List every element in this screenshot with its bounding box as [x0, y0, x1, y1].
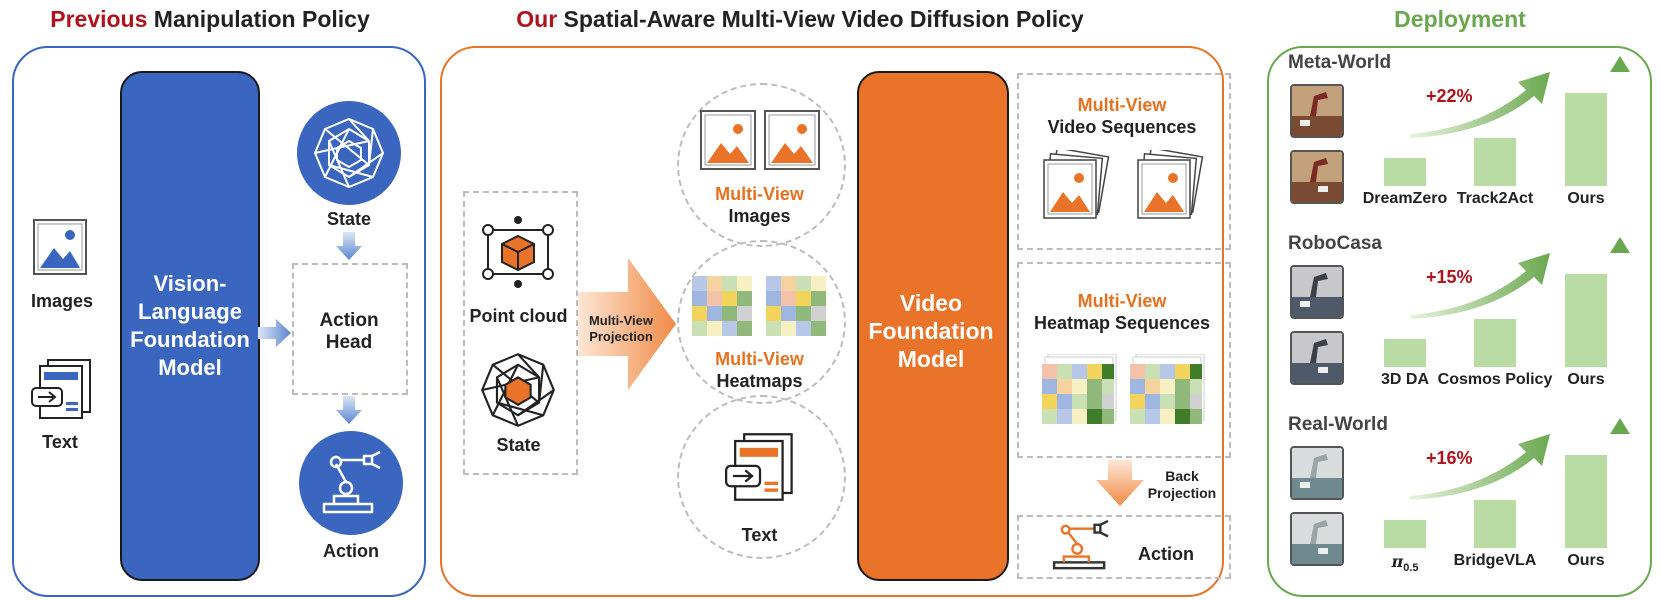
improvement-percent: +15%: [1426, 267, 1473, 287]
video-foundation-model-block: [857, 71, 1009, 581]
arrow-down-icon-2: [336, 396, 362, 424]
left-title-prefix: Previous: [50, 6, 148, 32]
right-title: Deployment: [1394, 6, 1526, 32]
deploy-section-title: Meta-World: [1288, 52, 1392, 73]
robot-photo: [1290, 331, 1344, 385]
pi-subscript: 0.5: [1403, 562, 1419, 575]
vision-language-model-label: Vision-Language Foundation Model: [130, 271, 250, 380]
heatmap-seq-prefix: Multi-View: [1077, 291, 1167, 311]
middle-state-label: State: [496, 435, 541, 455]
middle-action-label: Action: [1138, 544, 1194, 564]
video-sequences-box: [1017, 73, 1231, 250]
trend-arrow-icon: [1410, 72, 1550, 138]
mv-heatmaps-prefix: Multi-View: [715, 349, 804, 369]
action-output-box: [1017, 515, 1231, 579]
deploy-bar: [1474, 319, 1516, 367]
text-document-icon: [30, 358, 94, 420]
video-stack-icons: [1042, 150, 1212, 226]
polyhedron-icon: [311, 115, 387, 191]
mv-images-prefix: Multi-View: [715, 184, 804, 204]
text-label: Text: [42, 432, 78, 452]
improvement-percent: +16%: [1426, 448, 1473, 468]
robot-photo: [1290, 150, 1344, 204]
image-icon: [32, 218, 88, 276]
point-cloud-label: Point cloud: [469, 306, 568, 326]
deploy-category-label: π0.5: [1345, 552, 1465, 574]
middle-title-rest: Spatial-Aware Multi-View Video Diffusion…: [557, 6, 1084, 32]
middle-text-document-icon: [723, 432, 797, 502]
back-projection-label: Back Projection: [1147, 468, 1217, 501]
mv-heatmaps-label: Heatmaps: [716, 371, 803, 391]
robot-photo: [1290, 512, 1344, 566]
deploy-category-label: 3D DA: [1380, 371, 1429, 388]
robot-photo: [1290, 84, 1344, 138]
inputs-box: [463, 191, 578, 475]
deploy-category-label: Ours: [1567, 552, 1605, 569]
deploy-bar: [1384, 339, 1426, 367]
robot-photo: [1290, 265, 1344, 319]
green-triangle-icon: [1610, 237, 1630, 253]
heatmap-stack-icons: [1042, 354, 1212, 434]
state-label: State: [326, 209, 371, 229]
deploy-category-label: Ours: [1567, 190, 1605, 207]
point-cloud-icon: [478, 216, 558, 288]
arrow-right-icon: [258, 318, 292, 348]
pi-symbol: π: [1391, 552, 1404, 571]
deploy-category-label: Ours: [1567, 371, 1605, 388]
trend-arrow-icon: [1410, 253, 1550, 319]
images-label: Images: [30, 291, 94, 311]
deploy-section-title: RoboCasa: [1288, 233, 1382, 254]
green-triangle-icon: [1610, 56, 1630, 72]
deploy-section-title: Real-World: [1288, 414, 1388, 435]
mv-images-label: Images: [728, 206, 791, 226]
improvement-percent: +22%: [1426, 86, 1473, 106]
back-projection-arrow-icon: [1096, 460, 1144, 506]
text-circle: [677, 395, 846, 559]
heatmap-sequences-box: [1017, 262, 1231, 458]
projection-arrow-icon: [578, 258, 676, 390]
state-polyhedron-icon: [478, 350, 558, 430]
left-title: Previous Manipulation Policy: [10, 6, 410, 33]
projection-label: Multi-View Projection: [588, 313, 654, 344]
left-title-rest: Manipulation Policy: [147, 6, 370, 32]
middle-title: Our Spatial-Aware Multi-View Video Diffu…: [410, 6, 1190, 33]
deployment-panel: [1267, 46, 1652, 597]
middle-title-prefix: Our: [516, 6, 558, 32]
deploy-category-label: Cosmos Policy: [1437, 371, 1553, 388]
deploy-bar: [1565, 274, 1607, 367]
video-seq-label: Video Sequences: [1047, 117, 1197, 137]
deploy-bar: [1384, 158, 1426, 186]
multiview-image-icons: [700, 110, 820, 172]
middle-robot-arm-icon: [1050, 520, 1116, 572]
robot-photo: [1290, 446, 1344, 500]
action-head-box: [292, 263, 408, 395]
left-panel: [12, 46, 426, 597]
deploy-category-label: DreamZero: [1362, 190, 1448, 207]
vision-language-model-block: [120, 71, 260, 581]
deploy-category-label: BridgeVLA: [1453, 552, 1537, 569]
trend-arrow-icon: [1410, 434, 1550, 500]
action-head-label: Action Head: [319, 310, 379, 353]
arrow-down-icon: [336, 232, 362, 260]
deploy-bar: [1474, 138, 1516, 186]
heatmap-seq-label: Heatmap Sequences: [1033, 313, 1211, 333]
action-label: Action: [323, 541, 379, 561]
deploy-bar: [1565, 93, 1607, 186]
middle-text-label: Text: [741, 525, 778, 545]
video-seq-prefix: Multi-View: [1077, 95, 1167, 115]
green-triangle-icon: [1610, 418, 1630, 434]
middle-panel: [440, 46, 1224, 597]
robot-arm-icon: [318, 448, 386, 516]
deploy-category-label: Track2Act: [1456, 190, 1534, 207]
deploy-bar: [1565, 455, 1607, 548]
heatmap-grid-icons: [692, 276, 832, 338]
deploy-bar: [1384, 520, 1426, 548]
deploy-bar: [1474, 500, 1516, 548]
video-foundation-model-label: Video Foundation Model: [868, 290, 994, 372]
